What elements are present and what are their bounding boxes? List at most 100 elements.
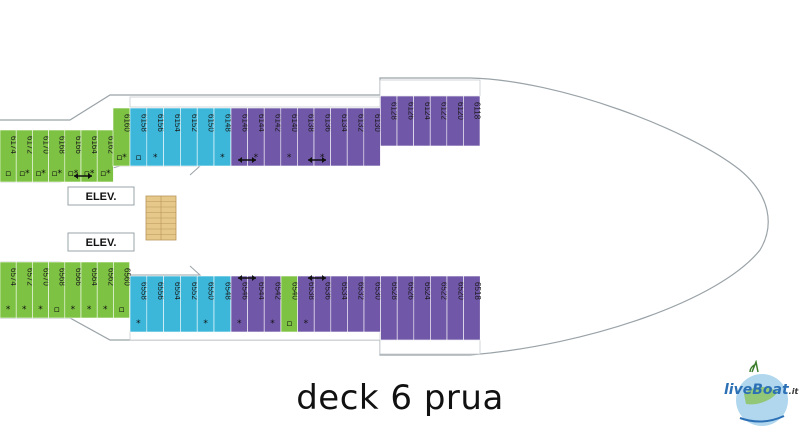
cabin-6520[interactable]: 6520: [446, 275, 465, 341]
cabin-number: 6530: [373, 282, 382, 300]
cabin-6532[interactable]: 6532: [347, 275, 366, 333]
cabin-number: 6140: [290, 114, 299, 132]
cabin-6530[interactable]: 6530: [363, 275, 382, 333]
cabin-6568[interactable]: 6568 ▫: [48, 261, 67, 319]
cabin-number: 6118: [473, 102, 482, 120]
cabin-6154[interactable]: 6154: [163, 107, 182, 167]
cabin-6122[interactable]: 6122: [429, 95, 449, 147]
cabin-6566[interactable]: 6566*: [64, 261, 83, 319]
cabin-6574[interactable]: 6574*: [0, 261, 18, 319]
cabin-6144[interactable]: 6144*: [247, 107, 266, 167]
cabin-6136[interactable]: 6136*: [313, 107, 332, 167]
cabin-6162[interactable]: 6162 ▫*: [96, 129, 115, 183]
elevator-top[interactable]: ELEV.: [67, 186, 135, 206]
cabin-accessibility-mark: ▫: [54, 305, 60, 315]
logo-brand: liveBoat: [724, 382, 789, 398]
cabin-accessibility-mark: ▫*: [84, 169, 95, 179]
cabin-6524[interactable]: 6524: [413, 275, 432, 341]
cabin-6130[interactable]: 6130: [363, 107, 382, 167]
cabin-6172[interactable]: 6172▫*: [15, 129, 34, 183]
cabin-6562[interactable]: 6562*: [96, 261, 115, 319]
cabin-6160[interactable]: 6160▫*: [112, 107, 132, 167]
double-arrow-icon: [74, 173, 92, 179]
cabin-6550[interactable]: 6550 *: [196, 275, 216, 333]
cabin-6148[interactable]: 6148*: [213, 107, 232, 167]
cabin-number: 6518: [473, 282, 482, 300]
cabin-6138[interactable]: 6138: [297, 107, 316, 167]
cabin-number: 6146: [240, 114, 249, 132]
cabin-accessibility-mark: *: [220, 153, 225, 163]
cabin-6150[interactable]: 6150: [196, 107, 216, 167]
cabin-6556[interactable]: 6556: [146, 275, 165, 333]
cabin-number: 6130: [373, 114, 382, 132]
cabin-accessibility-mark: *: [103, 305, 108, 315]
cabin-6540[interactable]: 6540▫: [280, 275, 299, 333]
cabin-6124[interactable]: 6124: [413, 95, 432, 147]
cabin-6118[interactable]: 6118: [463, 95, 482, 147]
cabin-number: 6534: [340, 282, 349, 300]
cabin-number: 6550: [207, 282, 216, 300]
cabin-number: 6162: [106, 136, 115, 154]
cabin-6142[interactable]: 6142: [263, 107, 283, 167]
cabin-6170[interactable]: 6170▫*: [32, 129, 51, 183]
cabin-number: 6546: [240, 282, 249, 300]
cabin-6552[interactable]: 6552: [180, 275, 199, 333]
cabin-6168[interactable]: 6168▫*: [48, 129, 67, 183]
cabin-accessibility-mark: *: [22, 305, 27, 315]
cabin-6134[interactable]: 6134: [330, 107, 349, 167]
cabin-6126[interactable]: 6126: [396, 95, 415, 147]
cabin-number: 6164: [90, 136, 99, 154]
cabin-6146[interactable]: 6146: [230, 107, 249, 167]
elevator-bottom[interactable]: ELEV.: [67, 232, 135, 252]
cabin-6132[interactable]: 6132: [346, 107, 366, 167]
cabin-6558[interactable]: 6558*: [129, 275, 148, 333]
cabin-number: 6124: [423, 102, 432, 120]
cabin-6546[interactable]: 6546*: [230, 275, 249, 333]
cabin-6534[interactable]: 6534: [330, 275, 349, 333]
cabin-6544[interactable]: 6544: [247, 275, 266, 333]
cabin-number: 6542: [274, 282, 283, 300]
cabin-6536[interactable]: 6536: [313, 275, 333, 333]
cabin-6166[interactable]: 6166▫*: [64, 129, 83, 183]
cabin-6158[interactable]: 6158▫: [129, 107, 148, 167]
cabin-6564[interactable]: 6564*: [80, 261, 99, 319]
cabin-accessibility-mark: ▫: [286, 319, 292, 329]
cabin-6528[interactable]: 6528: [380, 275, 399, 341]
cabin-accessibility-mark: ▫: [5, 169, 11, 179]
cabin-accessibility-mark: ▫: [118, 305, 124, 315]
cabin-6526[interactable]: 6526: [396, 275, 416, 341]
cabin-accessibility-mark: *: [87, 305, 92, 315]
cabin-6572[interactable]: 6572*: [15, 261, 34, 319]
cabin-accessibility-mark: *: [6, 305, 11, 315]
cabin-accessibility-mark: ▫*: [100, 169, 111, 179]
connecting-door-arrows: [74, 157, 326, 281]
stairs: [145, 195, 177, 241]
cabin-6538[interactable]: 6538*: [297, 275, 316, 333]
cabin-6156[interactable]: 6156*: [146, 107, 165, 167]
cabin-number: 6170: [42, 136, 51, 154]
cabin-6140[interactable]: 6140*: [280, 107, 299, 167]
cabin-number: 6524: [423, 282, 432, 300]
cabin-accessibility-mark: *: [304, 319, 309, 329]
double-arrow-icon: [238, 275, 256, 281]
cabin-accessibility-mark: *: [203, 319, 208, 329]
cabin-6120[interactable]: 6120: [446, 95, 465, 147]
cabin-6554[interactable]: 6554: [163, 275, 182, 333]
cabin-number: 6152: [190, 114, 199, 132]
cabin-6128[interactable]: 6128: [380, 95, 399, 147]
cabin-number: 6556: [156, 282, 165, 300]
cabin-number: 6568: [58, 268, 67, 286]
cabin-number: 6122: [440, 102, 449, 120]
cabin-6522[interactable]: 6522: [430, 275, 449, 341]
cabin-6518[interactable]: 6518: [463, 275, 482, 341]
cabin-6560[interactable]: 6560▫: [113, 261, 132, 319]
cabin-6542[interactable]: 6542*: [263, 275, 283, 333]
cabin-6548[interactable]: 6548: [213, 275, 232, 333]
cabin-6164[interactable]: 6164 ▫*: [80, 129, 99, 183]
cabin-6152[interactable]: 6152: [180, 107, 199, 167]
cabin-number: 6154: [173, 114, 182, 132]
cabin-accessibility-mark: ▫*: [51, 169, 62, 179]
cabin-6174[interactable]: 6174▫: [0, 129, 18, 183]
cabin-6570[interactable]: 6570*: [32, 261, 51, 319]
cabin-number: 6158: [139, 114, 148, 132]
